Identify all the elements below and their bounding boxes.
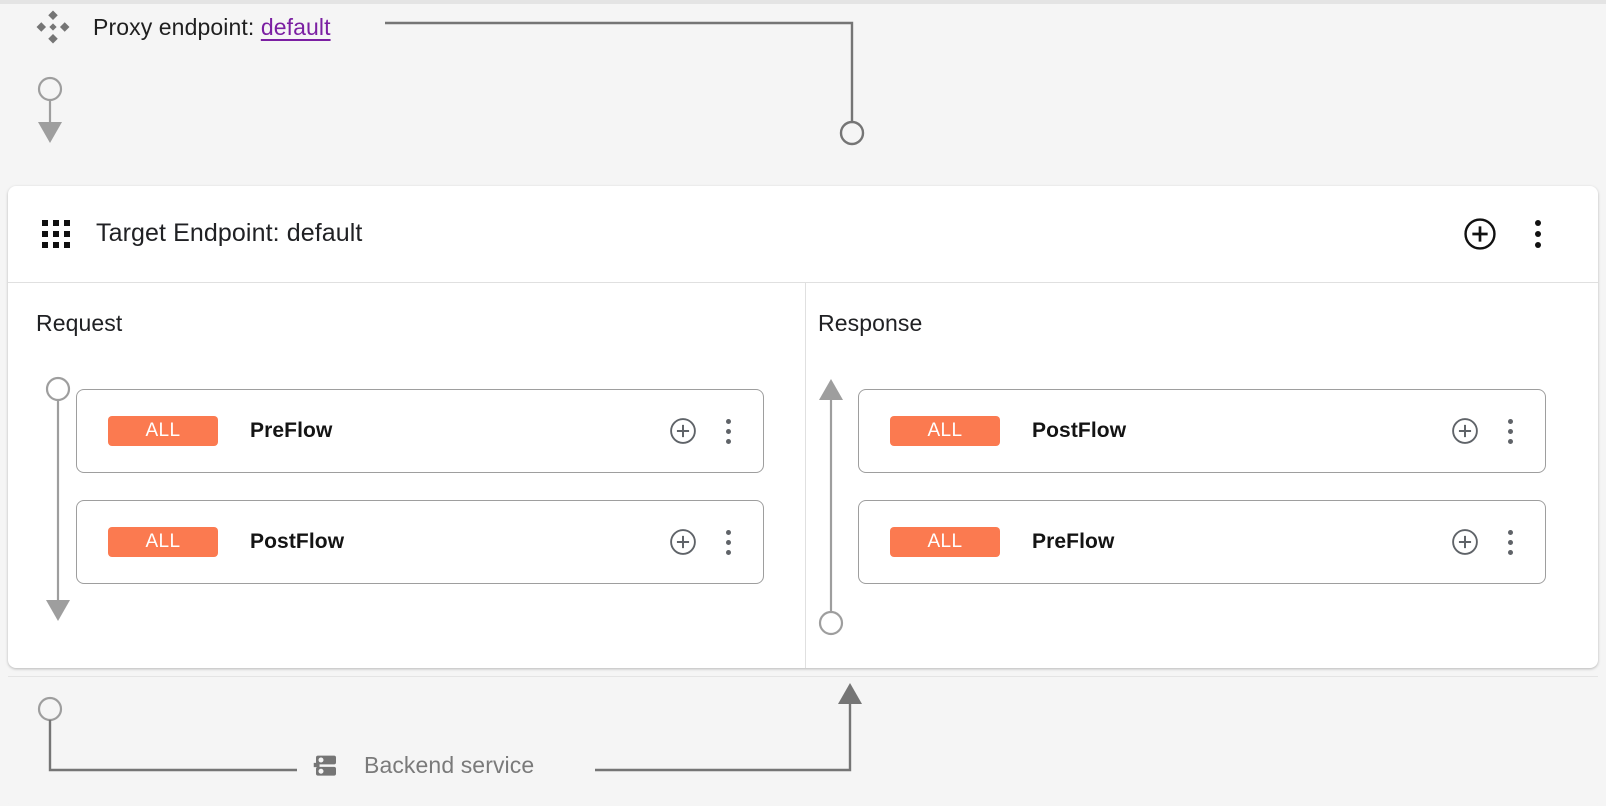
backend-service-strip (8, 676, 1598, 806)
flow-actions (669, 527, 763, 557)
flow-columns: Request ALL PreFlow (8, 283, 1598, 668)
connector-node-target-in (839, 120, 865, 146)
target-endpoint-actions (1463, 186, 1598, 281)
connector-arrow-proxy-down (38, 122, 62, 143)
more-vert-icon[interactable] (1499, 416, 1521, 446)
plus-circle-icon[interactable] (669, 417, 697, 445)
flow-name: PreFlow (1032, 530, 1115, 553)
flow-badge: ALL (108, 527, 218, 557)
server-rack-icon (313, 755, 336, 776)
grid-9-dots-icon (42, 220, 70, 248)
flow-name: PreFlow (250, 419, 333, 442)
diamond-cluster-icon (36, 10, 70, 44)
flow-name: PostFlow (250, 530, 345, 553)
connector-node-response-in (818, 610, 844, 636)
target-endpoint-title: Target Endpoint: default (96, 219, 363, 247)
request-column-label: Request (36, 310, 123, 336)
response-column-label: Response (818, 310, 923, 336)
request-flow-list: ALL PreFlow ALL PostFlow (76, 389, 764, 611)
backend-service: Backend service (310, 745, 534, 785)
more-vert-icon[interactable] (1525, 217, 1551, 251)
request-column: Request ALL PreFlow (8, 283, 806, 668)
plus-circle-icon[interactable] (1463, 217, 1497, 251)
flow-actions (669, 416, 763, 446)
more-vert-icon[interactable] (717, 416, 739, 446)
response-column: Response ALL PostFlow (806, 283, 1598, 668)
flow-actions (1451, 416, 1545, 446)
flow-name: PostFlow (1032, 419, 1127, 442)
connector-arrow-response-up (819, 379, 843, 400)
flow-card-request-postflow[interactable]: ALL PostFlow (76, 500, 764, 584)
target-endpoint-header: Target Endpoint: default (8, 186, 1598, 283)
response-flow-list: ALL PostFlow ALL PreFlow (858, 389, 1546, 611)
top-edge-divider (0, 0, 1606, 4)
flow-card-response-postflow[interactable]: ALL PostFlow (858, 389, 1546, 473)
proxy-endpoint-label: Proxy endpoint: (93, 14, 261, 40)
plus-circle-icon[interactable] (669, 528, 697, 556)
flow-badge: ALL (890, 527, 1000, 557)
more-vert-icon[interactable] (1499, 527, 1521, 557)
plus-circle-icon[interactable] (1451, 417, 1479, 445)
flow-card-response-preflow[interactable]: ALL PreFlow (858, 500, 1546, 584)
flow-badge: ALL (890, 416, 1000, 446)
proxy-endpoint-default-link[interactable]: default (260, 14, 331, 40)
backend-service-label: Backend service (364, 751, 535, 778)
connector-arrow-request-down (46, 600, 70, 621)
flow-card-request-preflow[interactable]: ALL PreFlow (76, 389, 764, 473)
proxy-endpoint-title: Proxy endpoint: default (93, 8, 331, 46)
flow-badge: ALL (108, 416, 218, 446)
proxy-endpoint-header: Proxy endpoint: default (0, 0, 1606, 50)
connector-node-request-in (45, 376, 71, 402)
connector-node-proxy-out (37, 76, 63, 102)
more-vert-icon[interactable] (717, 527, 739, 557)
flow-actions (1451, 527, 1545, 557)
plus-circle-icon[interactable] (1451, 528, 1479, 556)
target-endpoint-card: Target Endpoint: default Request (8, 186, 1598, 668)
